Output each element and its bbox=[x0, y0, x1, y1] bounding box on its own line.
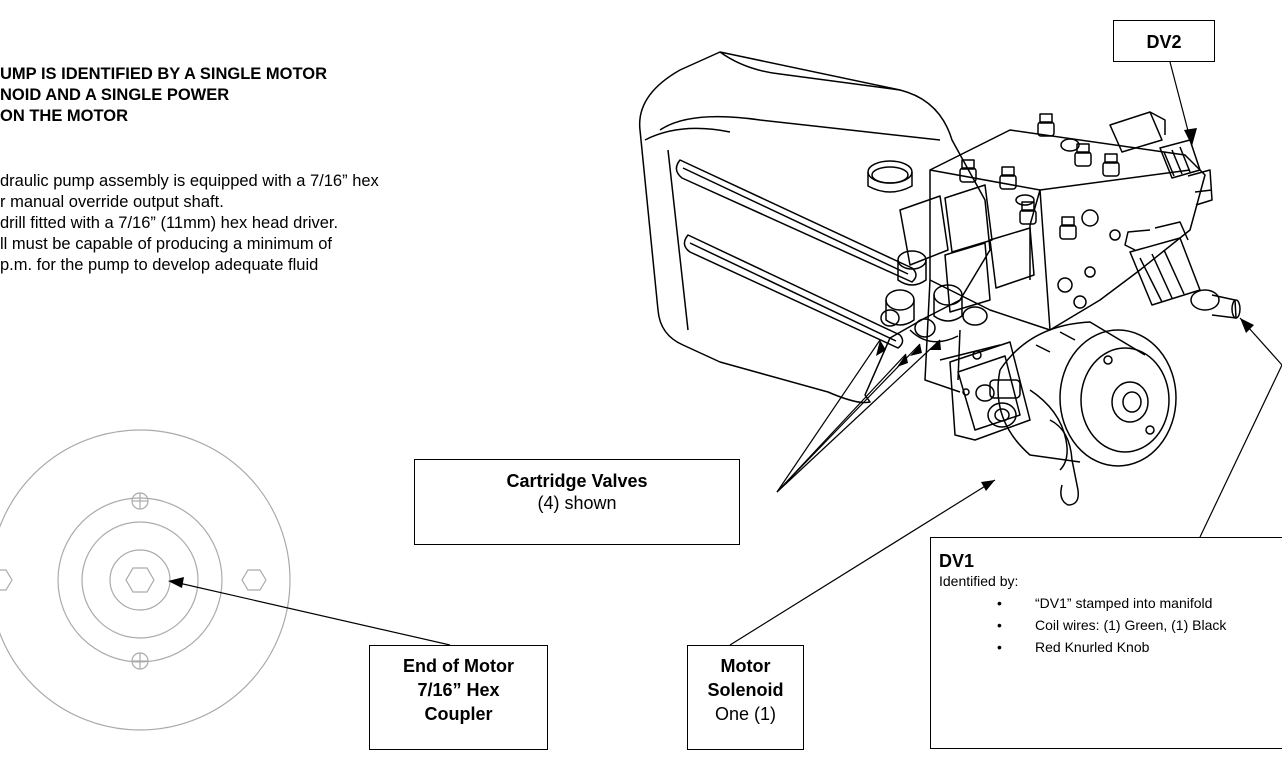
body-line-5: p.m. for the pump to develop adequate fl… bbox=[0, 256, 319, 274]
end-motor-line-3: Coupler bbox=[424, 704, 493, 724]
end-of-motor-label: End of Motor 7/16” Hex Coupler bbox=[369, 645, 548, 750]
dv2-label: DV2 bbox=[1113, 20, 1215, 62]
manifold-block bbox=[929, 129, 1206, 331]
body-line-4: ll must be capable of producing a minimu… bbox=[0, 235, 332, 253]
end-of-motor-view bbox=[0, 429, 291, 731]
dv2-valve bbox=[1109, 111, 1213, 206]
dv1-item-knob: Red Knurled Knob bbox=[997, 638, 1282, 656]
instructions-text: draulic pump assembly is equipped with a… bbox=[0, 171, 640, 276]
solenoid-line-2: Solenoid bbox=[707, 680, 784, 700]
body-line-3: drill fitted with a 7/16” (11mm) hex hea… bbox=[0, 214, 339, 232]
dv1-item-coil-wires: Coil wires: (1) Green, (1) Black bbox=[997, 616, 1235, 634]
heading-line-2: NOID AND A SINGLE POWER bbox=[0, 86, 230, 104]
motor-solenoid-label: Motor Solenoid One (1) bbox=[687, 645, 804, 750]
arrowheads bbox=[168, 128, 1254, 588]
reservoir-tank bbox=[638, 51, 991, 404]
heading-line-3: ON THE MOTOR bbox=[0, 107, 129, 125]
section-heading: UMP IS IDENTIFIED BY A SINGLE MOTOR NOID… bbox=[0, 64, 600, 127]
filler-cap-icon bbox=[867, 160, 913, 193]
solenoid-line-1: Motor bbox=[720, 656, 771, 676]
body-line-1: draulic pump assembly is equipped with a… bbox=[0, 172, 379, 190]
dv1-item-stamp: “DV1” stamped into manifold bbox=[997, 594, 1215, 612]
cartridge-valves-count: (4) shown bbox=[537, 493, 617, 513]
hydraulic-fittings bbox=[959, 113, 1120, 240]
electric-motor bbox=[997, 321, 1177, 467]
body-line-2: r manual override output shaft. bbox=[0, 193, 224, 211]
dv1-subtitle: Identified by: bbox=[939, 573, 1019, 589]
solenoid-line-3: One (1) bbox=[714, 704, 777, 724]
end-motor-line-1: End of Motor bbox=[403, 656, 514, 676]
dv1-identifiers-list: “DV1” stamped into manifold Coil wires: … bbox=[939, 594, 1282, 656]
dv1-title: DV1 bbox=[939, 551, 975, 571]
dv1-valve bbox=[1124, 221, 1241, 319]
cartridge-valves-label: Cartridge Valves (4) shown bbox=[414, 459, 740, 545]
support-frame bbox=[924, 279, 1001, 396]
cartridge-valves-title: Cartridge Valves bbox=[506, 471, 648, 491]
cartridge-valves bbox=[880, 184, 1035, 343]
hex-coupler-icon bbox=[125, 567, 155, 593]
end-motor-line-2: 7/16” Hex bbox=[417, 680, 500, 700]
dv1-label: DV1 Identified by: “DV1” stamped into ma… bbox=[930, 537, 1282, 749]
motor-solenoid bbox=[949, 341, 1080, 506]
heading-line-1: UMP IS IDENTIFIED BY A SINGLE MOTOR bbox=[0, 65, 327, 83]
